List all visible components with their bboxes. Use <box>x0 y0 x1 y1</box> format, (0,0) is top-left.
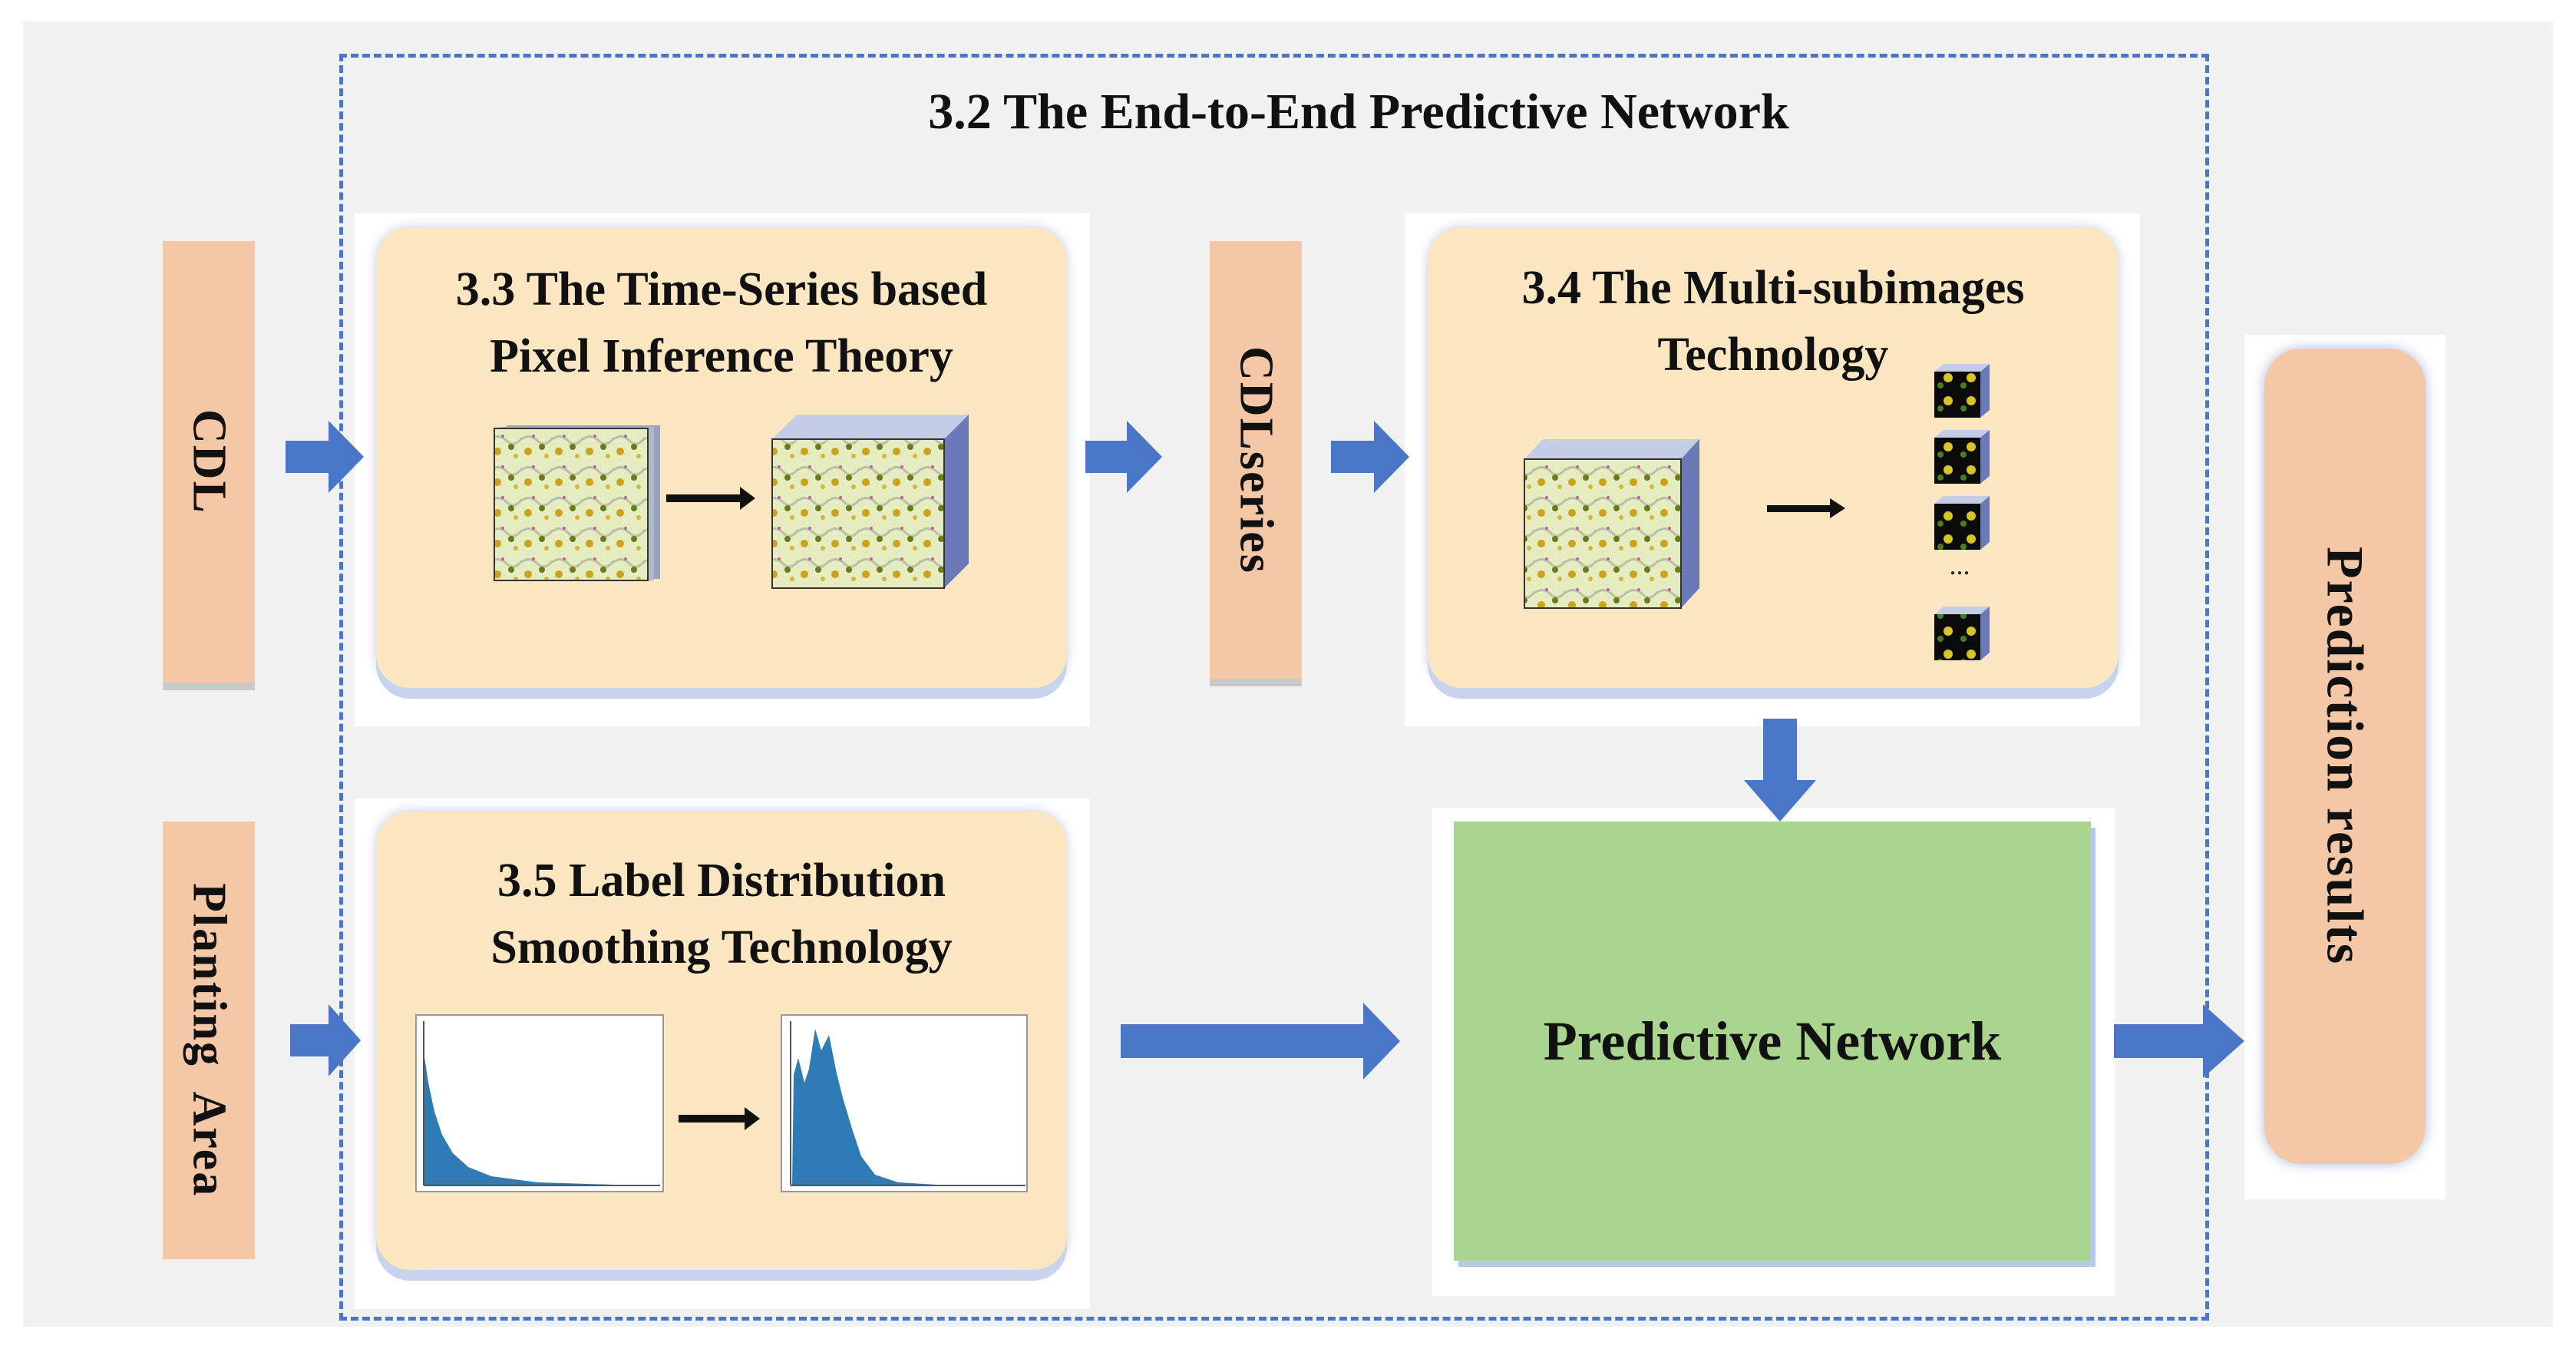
prediction-results-label: Prediction results <box>2316 547 2375 966</box>
arrow-label-smoothing-to-network <box>1121 1003 1400 1080</box>
cdl-input-box: CDL <box>163 241 255 690</box>
planting-area-label: Planting Area <box>183 883 236 1198</box>
arrow-cdl-series-to-multi-subimages <box>1331 421 1409 493</box>
smoothing-arrow <box>679 1107 760 1130</box>
pixel-inference-card: 3.3 The Time-Series based Pixel Inferenc… <box>376 227 1067 688</box>
multi-subimages-title: 3.4 The Multi-subimages Technology <box>1428 255 2119 388</box>
cdl-label: CDL <box>183 409 236 514</box>
arrow-cdl-to-pixel-inference <box>286 421 364 493</box>
subimage-tile-3 <box>1934 496 1990 550</box>
main-title: 3.2 The End-to-End Predictive Network <box>928 84 1789 140</box>
arrow-planting-area-to-label-smoothing <box>290 1004 361 1076</box>
multi-subimages-title-line2: Technology <box>1657 328 1889 381</box>
subimage-ellipsis: ... <box>1950 550 1970 580</box>
arrow-multi-subimages-to-network <box>1744 719 1816 822</box>
pixel-inference-title-line1: 3.3 The Time-Series based <box>455 263 988 316</box>
label-smoothing-title-line2: Smoothing Technology <box>490 921 953 974</box>
predictive-network-box: Predictive Network <box>1454 822 2091 1261</box>
end-to-end-network-frame <box>339 54 2209 1321</box>
planting-area-input-box: Planting Area <box>163 822 255 1259</box>
multi-subimages-title-line1: 3.4 The Multi-subimages <box>1521 262 2025 314</box>
prediction-results-box: Prediction results <box>2264 349 2426 1164</box>
subimage-tile-2 <box>1934 430 1990 484</box>
cdl-series-label: CDLseries <box>1230 346 1283 574</box>
raw-label-histogram <box>415 1014 664 1192</box>
pixel-inference-arrow <box>666 487 755 510</box>
cdl-series-box: CDLseries <box>1210 241 1302 686</box>
pixel-inference-title: 3.3 The Time-Series based Pixel Inferenc… <box>376 256 1067 390</box>
arrow-network-to-prediction-results <box>2114 1004 2244 1078</box>
cdl-map-image <box>494 425 660 581</box>
predictive-network-label: Predictive Network <box>1543 1010 2002 1072</box>
arrow-pixel-inference-to-cdl-series <box>1085 421 1162 493</box>
multi-subimages-cube-image <box>1524 439 1699 609</box>
subimage-tile-1 <box>1934 364 1990 418</box>
split-arrow <box>1767 498 1845 518</box>
pixel-inference-title-line2: Pixel Inference Theory <box>490 329 953 382</box>
cdl-series-cube-image <box>771 415 969 589</box>
smoothed-label-histogram <box>781 1014 1028 1192</box>
label-smoothing-title-line1: 3.5 Label Distribution <box>497 855 946 907</box>
subimage-tile-n <box>1934 607 1990 660</box>
label-smoothing-title: 3.5 Label Distribution Smoothing Technol… <box>376 848 1067 981</box>
